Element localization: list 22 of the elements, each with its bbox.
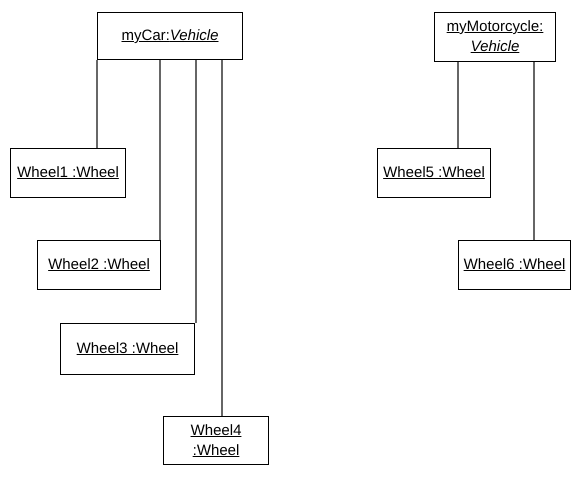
link-line	[533, 62, 535, 240]
object-box	[97, 12, 243, 60]
object-box	[10, 148, 126, 198]
object-box	[37, 240, 161, 290]
object-box	[163, 416, 269, 465]
link-line	[457, 62, 459, 148]
object-name: Wheel1 :Wheel	[16, 163, 120, 183]
link-line	[159, 60, 161, 240]
link-line	[221, 60, 223, 416]
object-name: Wheel3 :Wheel	[76, 339, 180, 359]
object-box	[377, 148, 491, 198]
object-name: Wheel4 :Wheel	[190, 420, 242, 460]
object-box	[434, 12, 556, 62]
link-line	[96, 60, 98, 148]
object-box	[458, 240, 571, 290]
link-line	[195, 60, 197, 323]
object-name: myCar:Vehicle	[120, 26, 220, 46]
object-name: Wheel2 :Wheel	[47, 255, 151, 275]
object-name: myMotorcycle: Vehicle	[446, 17, 544, 57]
object-name: Wheel6 :Wheel	[462, 255, 566, 275]
object-box	[60, 323, 195, 375]
object-name: Wheel5 :Wheel	[382, 163, 486, 183]
